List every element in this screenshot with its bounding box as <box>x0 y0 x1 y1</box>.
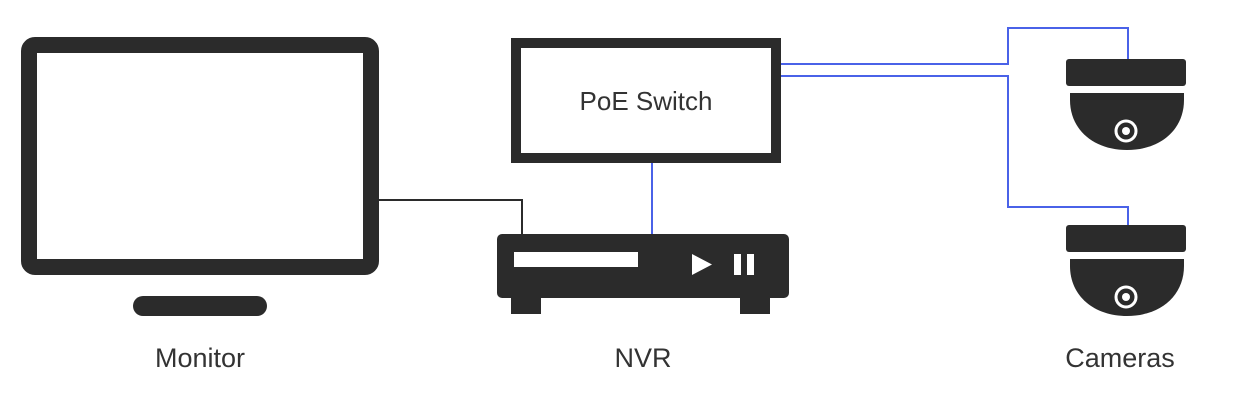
monitor-stand <box>133 296 267 316</box>
nvr-foot-right <box>740 298 770 314</box>
pause-icon-bar-right <box>747 254 754 275</box>
nvr-foot-left <box>511 298 541 314</box>
poe-switch-label: PoE Switch <box>580 86 713 116</box>
switch-to-camera-1-cable <box>780 27 1129 65</box>
monitor-caption: Monitor <box>154 343 246 373</box>
poe-switch: PoE Switch <box>511 38 781 163</box>
dome-camera-icon <box>1066 59 1186 150</box>
play-icon <box>692 254 712 275</box>
monitor-icon <box>21 37 379 316</box>
nvr-body <box>497 234 789 298</box>
nvr-caption: NVR <box>614 343 672 373</box>
camera-mount <box>1066 225 1186 252</box>
cameras-caption: Cameras <box>1065 343 1175 373</box>
monitor-screen <box>21 37 379 275</box>
camera-mount <box>1066 59 1186 86</box>
switch-to-camera-2-cable <box>780 75 1129 226</box>
camera-lens <box>1114 285 1138 309</box>
network-cables <box>651 27 1129 236</box>
camera-lens-center <box>1122 293 1130 301</box>
dome-camera-icon <box>1066 225 1186 316</box>
monitor-to-nvr-cable <box>378 199 523 236</box>
camera-lens-center <box>1122 127 1130 135</box>
poe-switch-box <box>511 38 781 163</box>
nvr-slot <box>514 252 638 267</box>
camera-lens <box>1114 119 1138 143</box>
nvr-icon <box>497 234 789 314</box>
pause-icon-bar-left <box>734 254 741 275</box>
